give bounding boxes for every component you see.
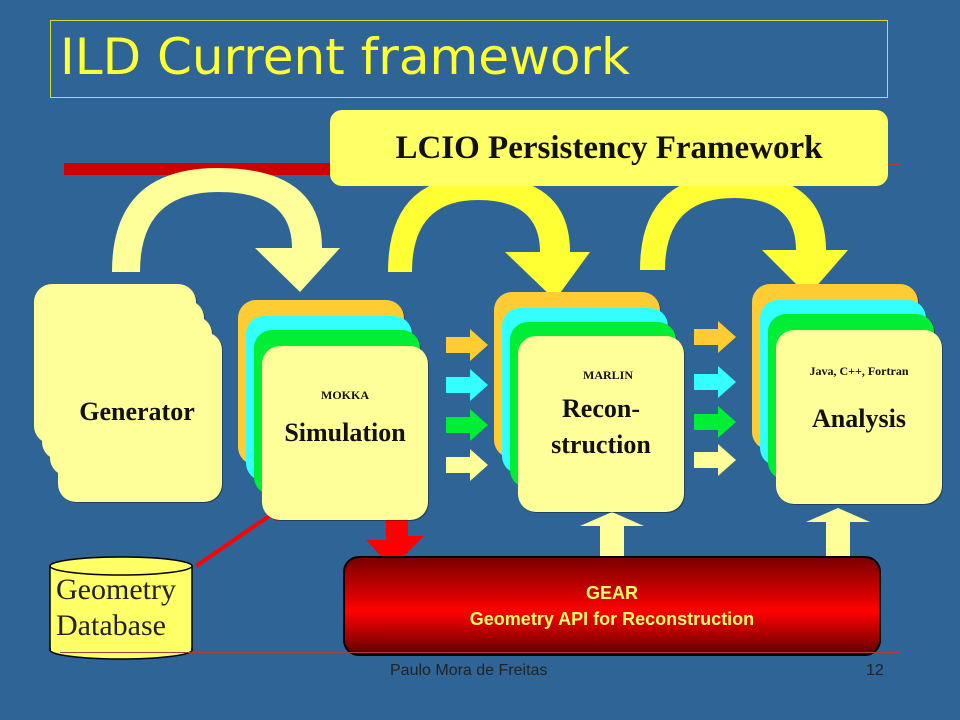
curved-arrow-generator-simulation xyxy=(112,168,340,292)
reconstruction-card: MARLIN Recon- struction xyxy=(518,336,684,512)
arrow-cyan-2 xyxy=(694,366,736,398)
arrow-cyan-1 xyxy=(446,369,488,401)
arrow-up-gear-reconstruction xyxy=(580,512,644,558)
arrow-yellow-1 xyxy=(446,449,488,481)
lcio-framework-banner: LCIO Persistency Framework xyxy=(330,110,888,186)
arrow-green-1 xyxy=(446,409,488,441)
footer-author: Paulo Mora de Freitas xyxy=(390,662,548,679)
simulation-card: MOKKA Simulation xyxy=(262,346,428,520)
curved-arrow-lcio-reconstruction xyxy=(388,176,590,300)
geometry-label-line1: Geometry xyxy=(56,573,176,606)
geometry-database-cylinder xyxy=(49,556,193,660)
red-link-geometry-simulation xyxy=(194,508,280,568)
gear-title: GEAR xyxy=(585,583,638,603)
curved-arrow-lcio-analysis xyxy=(640,174,848,296)
mokka-label: MOKKA xyxy=(321,388,369,402)
analysis-card: Java, C++, Fortran Analysis xyxy=(776,330,942,504)
reconstruction-label-line1: Recon- xyxy=(562,394,640,423)
footer-divider xyxy=(60,652,900,653)
reconstruction-label-line2: struction xyxy=(551,430,651,459)
geometry-label-line2: Database xyxy=(56,609,166,642)
slide-title: ILD Current framework xyxy=(60,28,630,86)
title-frame xyxy=(50,20,888,98)
geometry-database-label: Geometry Database xyxy=(56,572,176,644)
simulation-label: Simulation xyxy=(284,418,406,447)
page-number: 12 xyxy=(866,662,884,679)
red-arrow-simulation-gear xyxy=(366,520,424,568)
gear-box: GEAR Geometry API for Reconstruction xyxy=(343,556,881,656)
generator-label: Generator xyxy=(79,397,195,426)
languages-label: Java, C++, Fortran xyxy=(809,364,909,378)
arrow-orange-2 xyxy=(694,321,736,353)
generator-card: Generator xyxy=(58,332,222,502)
arrow-green-2 xyxy=(694,406,736,438)
arrow-up-gear-analysis xyxy=(806,508,870,558)
arrow-yellow-2 xyxy=(694,444,736,476)
marlin-label: MARLIN xyxy=(583,368,633,382)
arrow-orange-1 xyxy=(446,329,488,361)
gear-subtitle: Geometry API for Reconstruction xyxy=(469,609,755,629)
analysis-label: Analysis xyxy=(812,404,906,433)
